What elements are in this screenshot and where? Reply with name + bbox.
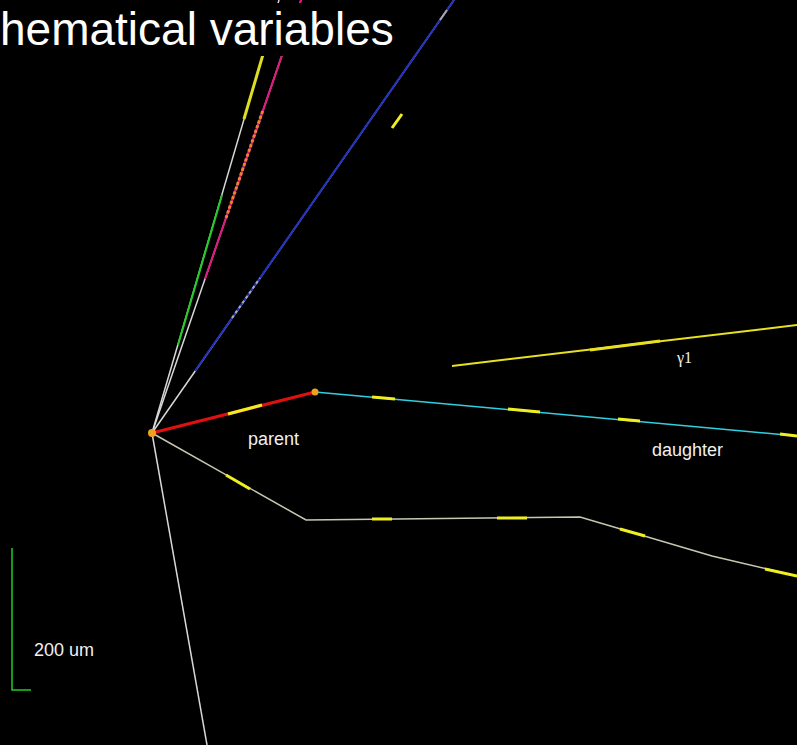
track-label: daughter [650,440,725,462]
slide-title: hematical variables [0,3,398,56]
scale-label: 200 um [32,640,96,662]
track-label: γ1 [675,348,694,367]
track-label: parent [246,429,301,451]
